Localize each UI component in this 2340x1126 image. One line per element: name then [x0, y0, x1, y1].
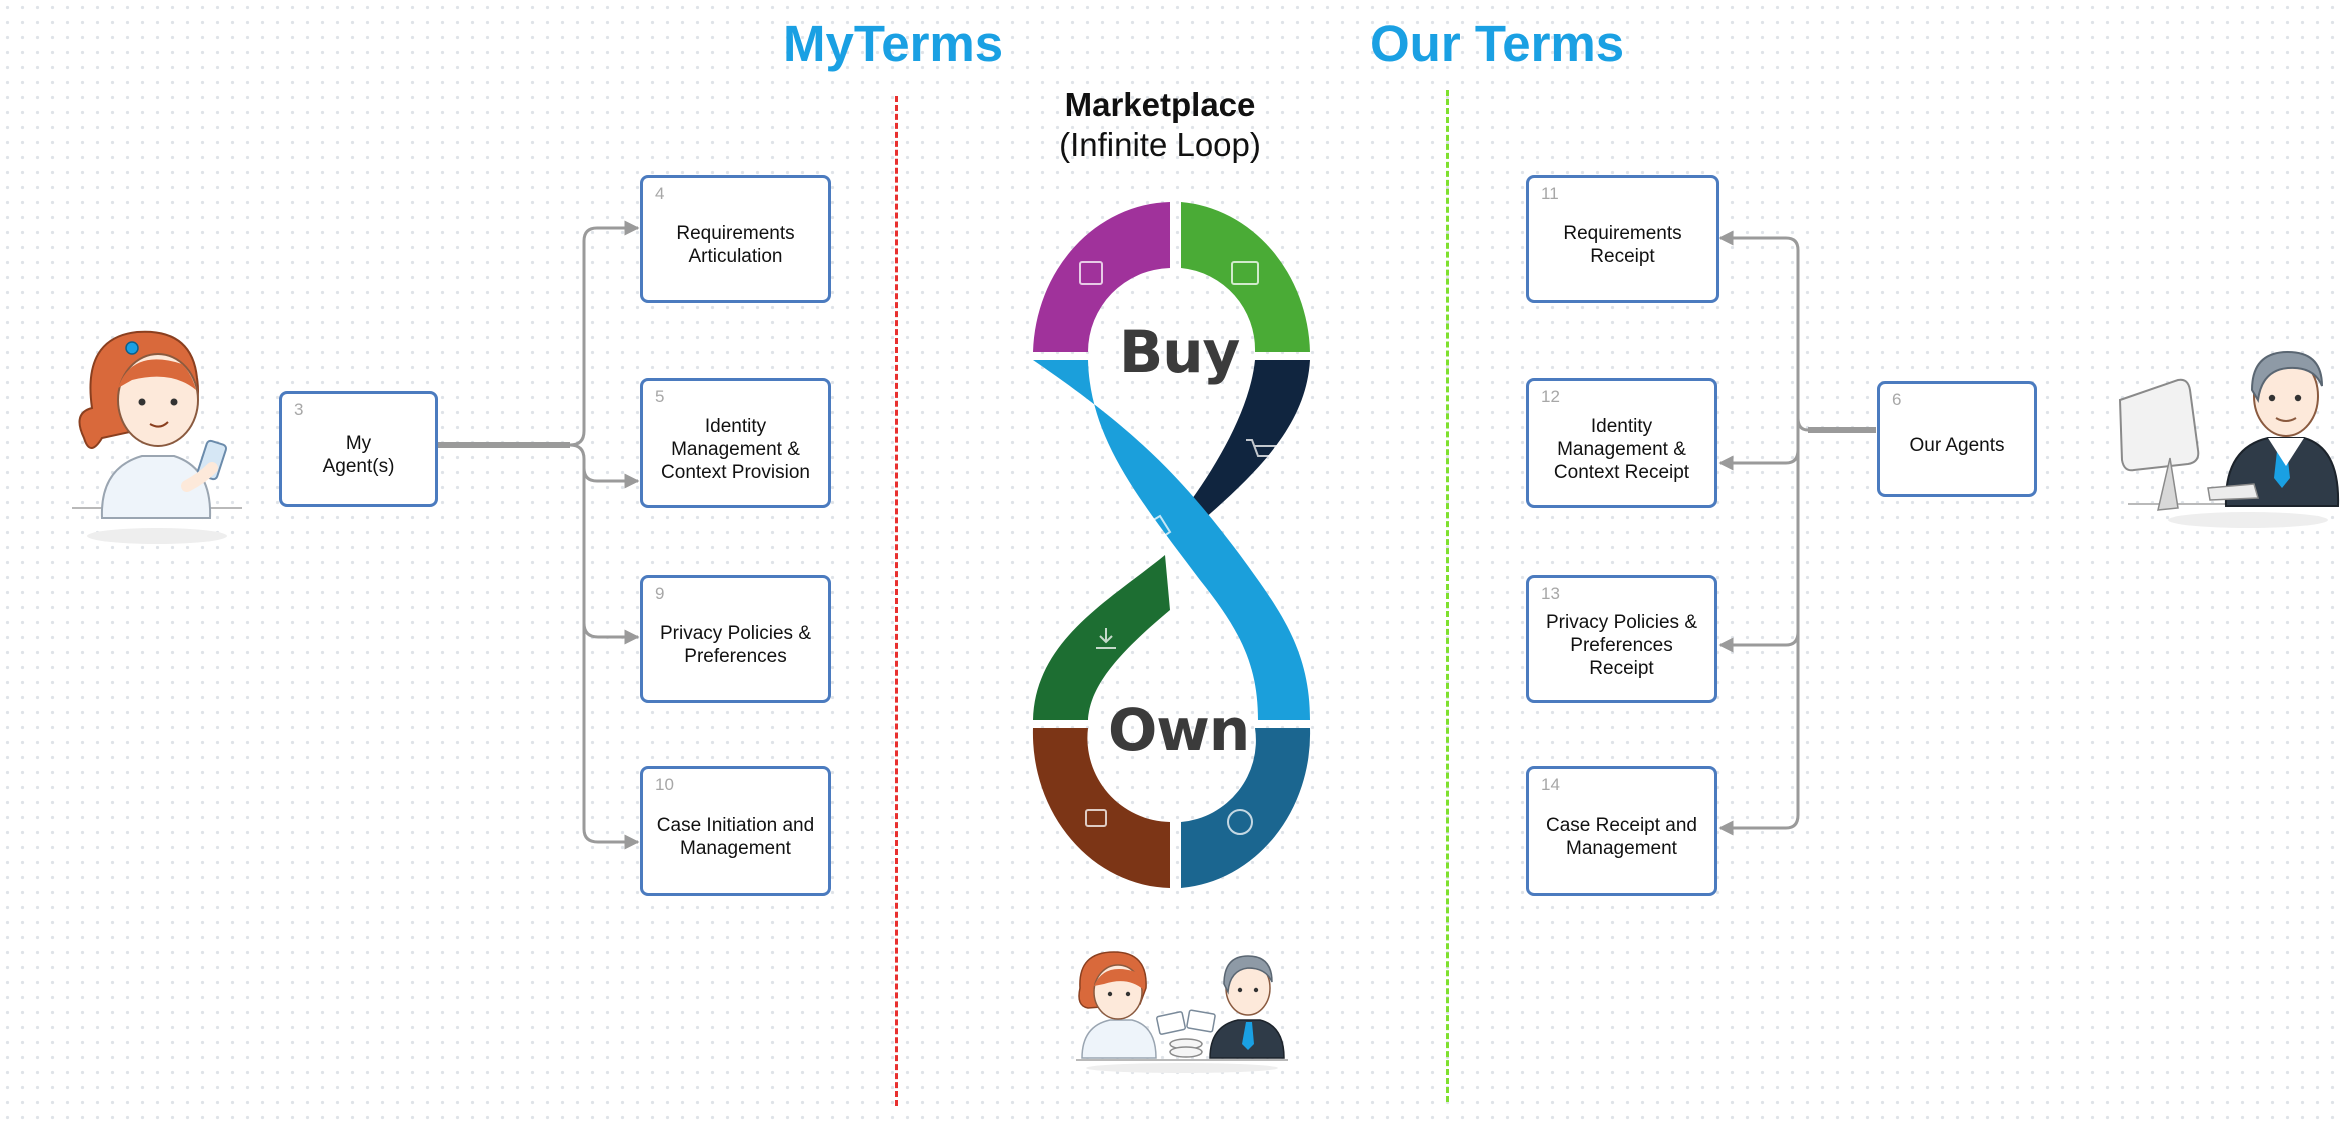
- box-case-initiation-management[interactable]: 10 Case Initiation and Management: [640, 766, 831, 896]
- box-case-receipt-management[interactable]: 14 Case Receipt and Management: [1526, 766, 1717, 896]
- box-label: Case Initiation and Management: [656, 815, 815, 859]
- connector-to-box-14: [1718, 632, 1800, 836]
- box-number: 3: [294, 400, 304, 419]
- package-icon: [1085, 809, 1107, 827]
- infinite-loop-graphic: [1032, 202, 1311, 888]
- man-at-computer-icon: [2118, 350, 2340, 528]
- box-number: 5: [655, 387, 665, 406]
- loop-segment-navy: [1178, 360, 1310, 538]
- box-number: 14: [1541, 775, 1560, 794]
- heading-our-terms: Our Terms: [1370, 15, 1625, 72]
- connector-to-box-10: [582, 623, 640, 850]
- box-our-agents[interactable]: 6 Our Agents: [1877, 381, 2037, 497]
- loop-label-own: Own: [1108, 696, 1250, 764]
- heading-myterms: MyTerms: [783, 15, 1004, 72]
- box-requirements-articulation[interactable]: 4 Requirements Articulation: [640, 175, 831, 303]
- chart-icon: [1231, 261, 1259, 285]
- loop-segment-brown: [1032, 728, 1170, 888]
- box-label: Requirements Receipt: [1563, 223, 1682, 267]
- box-identity-context-provision[interactable]: 5 Identity Management & Context Provisio…: [640, 378, 831, 508]
- box-number: 13: [1541, 584, 1560, 603]
- document-exchange-icon: [1076, 951, 1288, 1073]
- box-label: Privacy Policies & Preferences Receipt: [1546, 611, 1697, 679]
- loop-segment-steelblue: [1181, 728, 1311, 888]
- grid-icon: [1079, 261, 1103, 285]
- network-gear-icon: [1227, 809, 1253, 835]
- hand-icon: [1148, 514, 1172, 542]
- connector-to-box-13: [1718, 450, 1800, 653]
- connector-to-box-4: [569, 220, 640, 447]
- loop-segment-green: [1181, 202, 1310, 352]
- woman-with-phone-icon: [72, 330, 242, 544]
- connector-to-box-9: [582, 459, 640, 645]
- box-number: 9: [655, 584, 665, 603]
- box-identity-context-receipt[interactable]: 12 Identity Management & Context Receipt: [1526, 378, 1717, 508]
- box-label: Requirements Articulation: [676, 223, 795, 267]
- box-number: 6: [1892, 390, 1902, 409]
- box-my-agents[interactable]: 3 My Agent(s): [279, 391, 438, 507]
- box-label: Identity Management & Context Provision: [661, 415, 810, 483]
- box-label: Case Receipt and Management: [1545, 815, 1698, 859]
- box-label: Identity Management & Context Receipt: [1553, 415, 1690, 483]
- shopping-cart-icon: [1246, 439, 1278, 457]
- box-label: Privacy Policies & Preferences: [660, 623, 811, 667]
- download-icon: [1096, 628, 1116, 649]
- box-privacy-preferences-receipt[interactable]: 13 Privacy Policies & Preferences Receip…: [1526, 575, 1717, 703]
- box-privacy-policies-preferences[interactable]: 9 Privacy Policies & Preferences: [640, 575, 831, 703]
- box-requirements-receipt[interactable]: 11 Requirements Receipt: [1526, 175, 1719, 303]
- divider-myterms: [895, 96, 898, 1106]
- box-number: 10: [655, 775, 674, 794]
- marketplace-subtitle: (Infinite Loop): [1059, 126, 1261, 163]
- box-label: My Agent(s): [322, 433, 395, 477]
- divider-our-terms: [1446, 90, 1449, 1102]
- marketplace-title: Marketplace: [1064, 86, 1256, 123]
- connector-to-box-5: [569, 443, 640, 489]
- connector-to-box-11: [1718, 230, 1809, 432]
- box-number: 4: [655, 184, 665, 203]
- loop-label-buy: Buy: [1119, 318, 1240, 386]
- box-number: 12: [1541, 387, 1560, 406]
- connector-to-box-12: [1718, 418, 1800, 471]
- box-label: Our Agents: [1909, 434, 2005, 456]
- loop-segment-blue: [1033, 360, 1310, 720]
- box-number: 11: [1541, 184, 1559, 203]
